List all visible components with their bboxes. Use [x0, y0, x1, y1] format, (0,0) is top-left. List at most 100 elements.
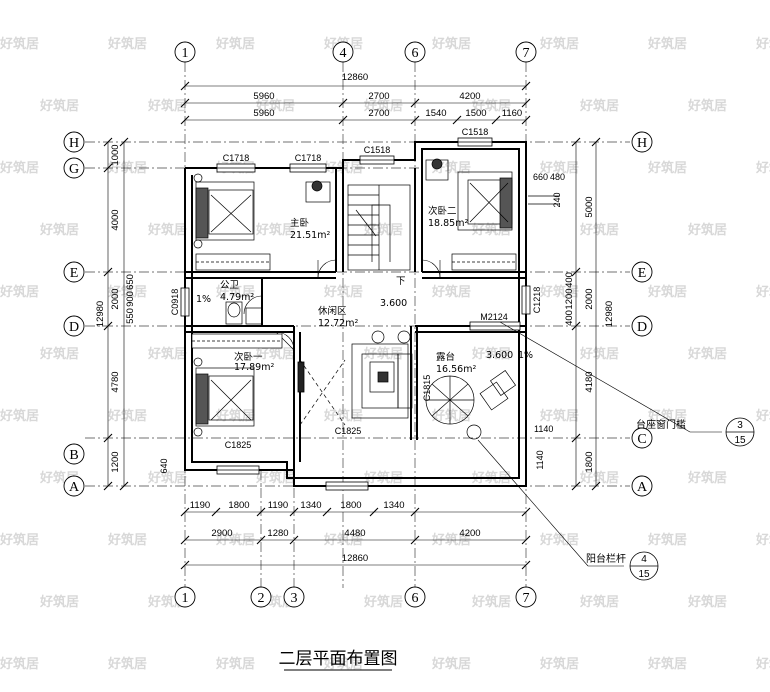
dim-right-5: 400	[564, 310, 575, 326]
watermark: 好筑居	[579, 346, 619, 362]
room-name: 公卫	[220, 280, 240, 291]
dim-bot-r1-1: 1190	[190, 500, 210, 511]
axis-label: 1	[182, 46, 189, 61]
watermark: 好筑居	[39, 346, 79, 362]
dim-bot-r1-2: 1800	[228, 500, 249, 511]
watermark: 好筑居	[431, 656, 471, 672]
dim-top-r1-2: 2700	[368, 91, 389, 102]
axis-label: A	[69, 480, 80, 495]
window-label: C1218	[532, 287, 542, 314]
axis-bubble-left: G	[63, 157, 85, 179]
watermark: 好筑居	[579, 222, 619, 238]
dim-left-3: 2000	[110, 288, 121, 309]
axis-bubble-left: D	[63, 315, 85, 337]
dim-top-overall: 12860	[342, 72, 368, 83]
window-label: C1518	[462, 127, 489, 137]
watermark: 好筑居	[647, 532, 687, 548]
furniture	[191, 158, 560, 440]
watermark: 好筑居	[323, 408, 363, 424]
axis-label: 1	[182, 591, 189, 606]
watermark: 好筑居	[687, 346, 727, 362]
dim-bot-r1-6: 1340	[383, 500, 404, 511]
watermark: 好筑居	[431, 408, 471, 424]
axis-bubble-left: A	[63, 475, 85, 497]
axis-label: A	[637, 480, 648, 495]
watermark: 好筑居	[647, 160, 687, 176]
dim-left-8: 1200	[110, 451, 121, 472]
watermark: 好筑居	[255, 222, 295, 238]
axis-label: 4	[340, 46, 347, 61]
watermark: 好筑居	[0, 36, 39, 52]
dim-bot-overall: 12860	[342, 553, 368, 564]
watermark: 好筑居	[539, 408, 579, 424]
axis-bubble-top: 1	[174, 41, 196, 63]
terrace-spiral	[425, 375, 475, 425]
dim-label: 480	[550, 172, 565, 182]
axis-label: 2	[258, 591, 265, 606]
watermark: 好筑居	[539, 284, 579, 300]
window-label: C1825	[335, 426, 362, 436]
walls	[184, 141, 527, 487]
dim-top-r2-2: 2700	[368, 108, 389, 119]
master-bed	[195, 181, 255, 241]
axis-label: E	[638, 266, 647, 281]
watermark: 好筑居	[0, 656, 39, 672]
watermark: 好筑居	[255, 470, 295, 486]
axis-bubble-right: H	[631, 131, 653, 153]
level-mark: 3.600	[486, 350, 513, 361]
axis-bubble-bottom: 3	[283, 586, 305, 608]
stair-down-label: 下	[396, 276, 406, 287]
master-wardrobe	[195, 253, 271, 271]
watermark: 好筑居	[215, 656, 255, 672]
watermark: 好筑居	[147, 98, 187, 114]
watermark: 好筑居	[755, 284, 770, 300]
watermark: 好筑居	[471, 594, 511, 610]
watermark: 好筑居	[107, 284, 147, 300]
watermark-layer: 好筑居好筑居好筑居好筑居好筑居好筑居好筑居好筑居好筑居好筑居好筑居好筑居好筑居好…	[0, 36, 770, 672]
dim-bot-r1-5: 1800	[340, 500, 361, 511]
watermark: 好筑居	[579, 470, 619, 486]
window-label: C1815	[422, 375, 432, 402]
watermark: 好筑居	[323, 656, 363, 672]
watermark: 好筑居	[579, 594, 619, 610]
axis-bubble-top: 6	[404, 41, 426, 63]
watermark: 好筑居	[0, 532, 39, 548]
axis-bubble-bottom: 1	[174, 586, 196, 608]
axis-bubble-top: 4	[332, 41, 354, 63]
axis-bubble-bottom: 2	[250, 586, 272, 608]
dim-label: 660	[533, 172, 548, 182]
slope-label: 1%	[196, 294, 211, 305]
watermark: 好筑居	[539, 36, 579, 52]
watermark: 好筑居	[539, 656, 579, 672]
watermark: 好筑居	[687, 98, 727, 114]
window-label: C1518	[364, 145, 391, 155]
watermark: 好筑居	[107, 36, 147, 52]
watermark: 好筑居	[647, 284, 687, 300]
dim-right-7: 1800	[584, 451, 595, 472]
dim-right-1: 5000	[584, 196, 595, 217]
window-label: C1718	[223, 153, 250, 163]
axis-label: G	[69, 162, 79, 177]
dim-left-7: 4780	[110, 371, 121, 392]
second-wardrobe	[451, 253, 517, 271]
axis-label: D	[637, 320, 647, 335]
dim-top-r1-1: 5960	[253, 91, 274, 102]
axis-bubble-left: E	[63, 261, 85, 283]
slope-label: 1%	[518, 350, 533, 361]
axis-label: 7	[523, 591, 530, 606]
watermark: 好筑居	[755, 532, 770, 548]
door-label: M2124	[480, 312, 508, 322]
dim-bot-r1-4: 1340	[300, 500, 321, 511]
detail-ref-num: 3	[737, 420, 743, 431]
axis-bubble-top: 7	[515, 41, 537, 63]
detail-ref-sheet: 15	[734, 435, 746, 446]
dim-top-r2-4: 1500	[465, 108, 486, 119]
dim-top-r1-3: 4200	[459, 91, 480, 102]
axis-bubble-right: D	[631, 315, 653, 337]
room-name: 露台	[436, 351, 455, 363]
dim-bot-r2-3: 4480	[344, 528, 365, 539]
detail-ref-label: 阳台栏杆	[586, 552, 626, 565]
room-name: 休闲区	[318, 305, 347, 317]
